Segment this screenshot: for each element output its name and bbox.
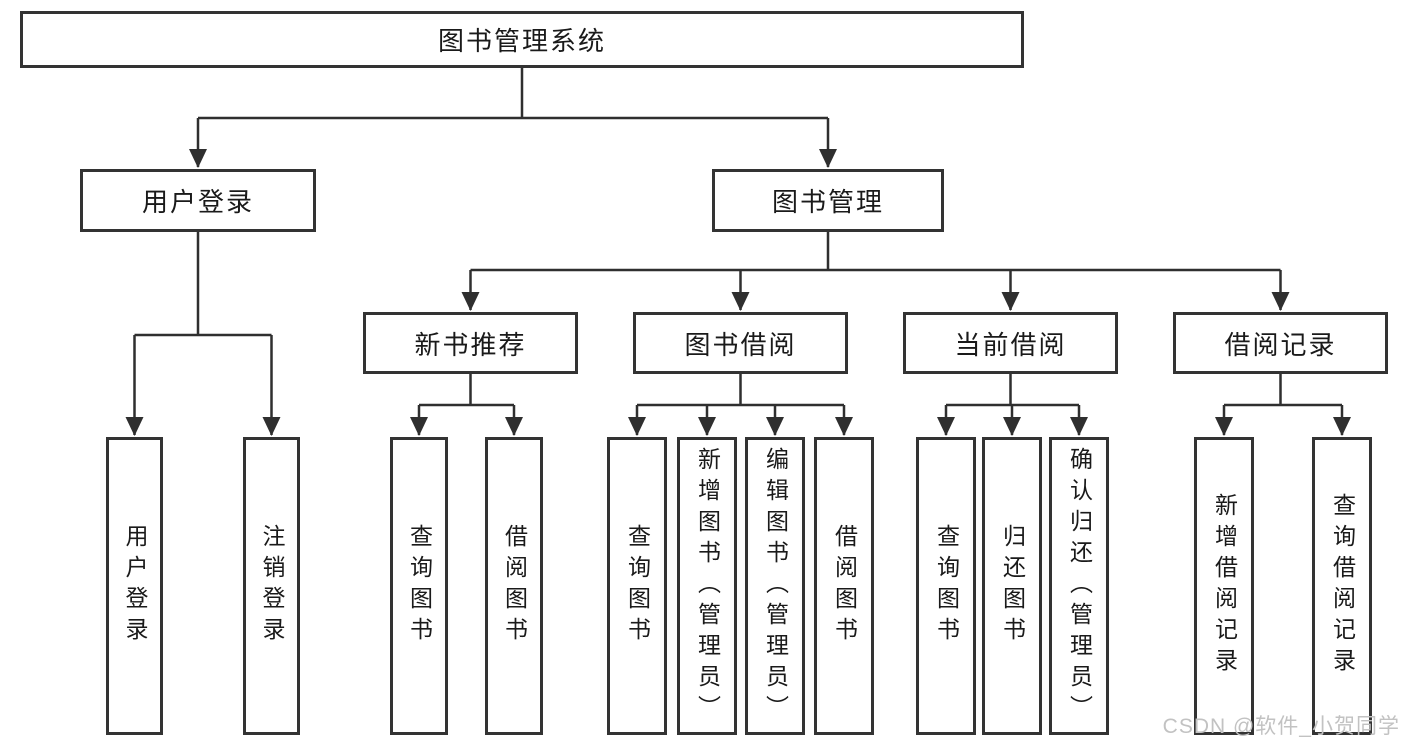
leaf-label: 确认归还（管理员）: [1066, 446, 1093, 726]
wire-root-bus: [198, 68, 828, 120]
leaf-label: 查询图书: [624, 524, 651, 648]
leaf-label: 新增借阅记录: [1211, 493, 1238, 679]
leaf-label: 编辑图书（管理员）: [762, 446, 789, 726]
node-book-borrow: 图书借阅: [633, 312, 848, 374]
leaf-add-borrow-record: 新增借阅记录: [1194, 437, 1254, 735]
wire-user-login-bus: [134, 232, 272, 337]
leaf-confirm-return-admin: 确认归还（管理员）: [1049, 437, 1109, 735]
wire-new-book-bus: [419, 374, 514, 407]
node-user-login-label: 用户登录: [141, 187, 254, 217]
leaf-query-book-3: 查询图书: [916, 437, 976, 735]
leaf-borrow-book-2: 借阅图书: [814, 437, 874, 735]
node-root-label: 图书管理系统: [437, 26, 606, 56]
node-root: 图书管理系统: [20, 11, 1024, 68]
leaf-user-login: 用户登录: [106, 437, 163, 735]
node-book-borrow-label: 图书借阅: [684, 329, 797, 360]
leaf-return-book: 归还图书: [982, 437, 1042, 735]
leaf-add-book-admin: 新增图书（管理员）: [677, 437, 737, 735]
leaf-query-book-2: 查询图书: [607, 437, 667, 735]
node-new-book-recommend-label: 新书推荐: [414, 329, 527, 360]
leaf-label: 归还图书: [999, 524, 1026, 648]
node-borrow-record: 借阅记录: [1173, 312, 1388, 374]
node-book-management-label: 图书管理: [771, 187, 884, 217]
leaf-borrow-book-1: 借阅图书: [485, 437, 543, 735]
node-user-login: 用户登录: [80, 169, 316, 232]
node-new-book-recommend: 新书推荐: [363, 312, 578, 374]
leaf-label: 新增图书（管理员）: [694, 446, 721, 726]
leaf-edit-book-admin: 编辑图书（管理员）: [745, 437, 805, 735]
wire-current-borrow-bus: [946, 374, 1079, 407]
node-borrow-record-label: 借阅记录: [1224, 329, 1337, 360]
wire-borrow-record-bus: [1224, 374, 1342, 407]
leaf-label: 借阅图书: [831, 524, 858, 648]
leaf-label: 注销登录: [259, 524, 285, 648]
leaf-label: 查询图书: [406, 524, 433, 648]
leaf-query-borrow-record: 查询借阅记录: [1312, 437, 1372, 735]
wire-book-management-bus: [470, 232, 1281, 272]
leaf-query-book-1: 查询图书: [390, 437, 448, 735]
node-current-borrow-label: 当前借阅: [954, 329, 1067, 360]
wire-book-borrow-bus: [637, 374, 844, 407]
leaf-label: 用户登录: [122, 524, 148, 648]
node-current-borrow: 当前借阅: [903, 312, 1118, 374]
leaf-label: 查询图书: [933, 524, 960, 648]
node-book-management: 图书管理: [712, 169, 944, 232]
csdn-watermark: CSDN @软件_小贺同学: [1162, 715, 1400, 738]
leaf-logout: 注销登录: [243, 437, 300, 735]
leaf-label: 借阅图书: [501, 524, 528, 648]
leaf-label: 查询借阅记录: [1329, 493, 1356, 679]
